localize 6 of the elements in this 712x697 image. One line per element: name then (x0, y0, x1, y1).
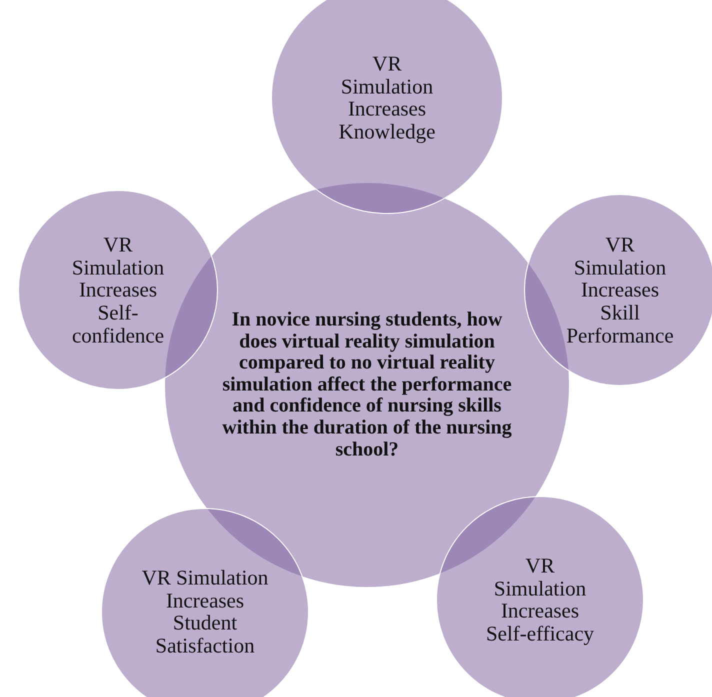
outcome-text: VR Simulation Increases Student Satisfaction (140, 566, 270, 658)
outcome-text: VR Simulation Increases Self-efficacy (484, 554, 596, 646)
outcome-text: VR Simulation Increases Skill Performance (565, 233, 675, 347)
outcome-text: VR Simulation Increases Knowledge (338, 52, 436, 144)
question-text: In novice nursing students, how does virtual reality simulation compared to no virtual reality simulation affect the performance and confidence of nursing skills within the duration of the nursing school? (221, 309, 513, 461)
outcome-text: VR Simulation Increases Self-confidence (70, 233, 166, 347)
